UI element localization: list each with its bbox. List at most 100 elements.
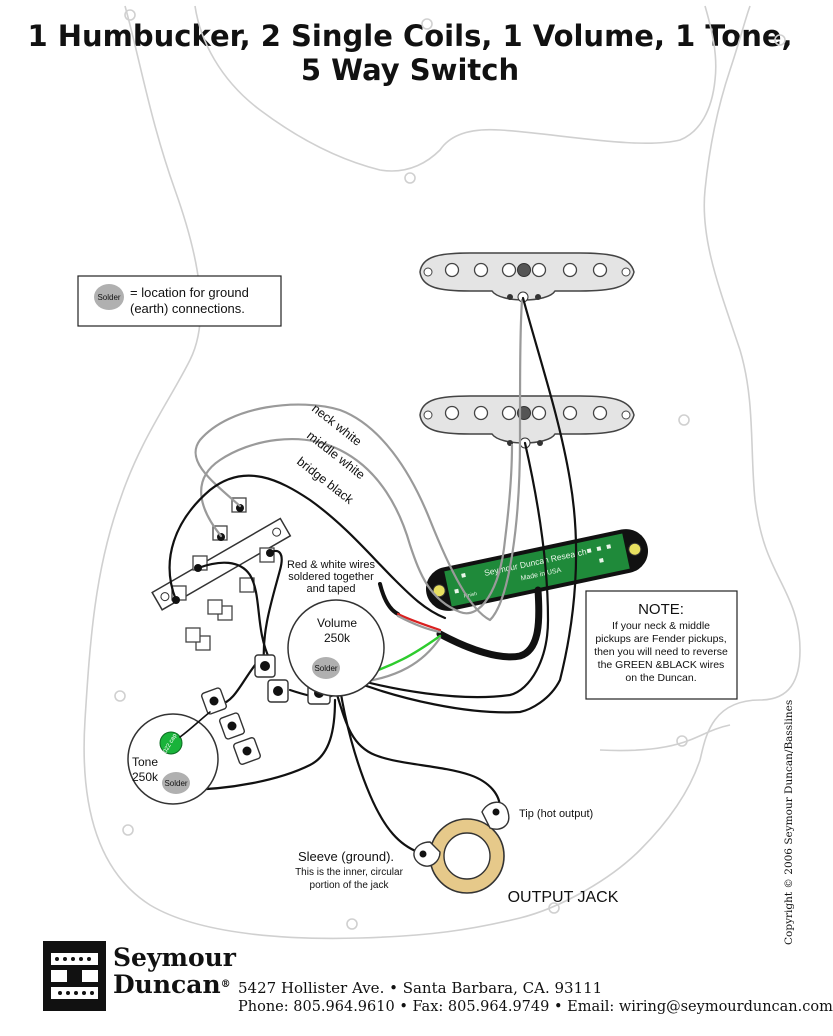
tone-pot-body <box>127 713 219 805</box>
bridge-black-wire <box>168 474 447 620</box>
volume-pot-label: Volume <box>317 616 357 630</box>
white-wire <box>396 614 442 634</box>
bridge-humbucker: Seymour Duncan Research Made in USA Fini… <box>425 529 649 611</box>
pickguard <box>83 5 801 940</box>
lead-eyelet <box>537 440 543 446</box>
mounting-screw <box>621 267 631 277</box>
legend-text-line-1: = location for ground <box>130 285 249 300</box>
neck-pickup-body <box>419 252 635 301</box>
note-line-4: the GREEN &BLACK wires <box>598 659 725 671</box>
tone-capacitor <box>159 731 183 755</box>
legend-text-line-2: (earth) connections. <box>130 301 245 316</box>
note-line-2: pickups are Fender pickups, <box>595 633 726 645</box>
mounting-screw <box>423 267 433 277</box>
screw-hole <box>548 902 560 914</box>
neck-pickup <box>419 252 635 303</box>
screw-hole <box>124 9 136 21</box>
mounting-screw <box>628 542 642 556</box>
jack-tip-label: Tip (hot output) <box>519 808 593 820</box>
legend-box: Solder = location for ground (earth) con… <box>77 275 282 327</box>
red-wire <box>396 612 442 632</box>
neck-white-wire <box>194 298 524 622</box>
humbucker-mark-text: Finish <box>463 591 478 600</box>
copyright-text: Copyright © 2006 Seymour Duncan/Bassline… <box>783 699 795 945</box>
note-line-3: then you will need to reverse <box>594 646 728 658</box>
pole-piece-dark <box>517 263 531 277</box>
legend-solder-text: Solder <box>97 293 120 302</box>
output-jack <box>413 801 510 894</box>
switch-mounting-hole <box>160 592 170 602</box>
note-box: NOTE: If your neck & middle pickups are … <box>585 590 738 700</box>
footer-address: 5427 Hollister Ave. • Santa Barbara, CA.… <box>238 979 603 997</box>
screw-hole <box>676 735 688 747</box>
footer-contact: Phone: 805.964.9610 • Fax: 805.964.9749 … <box>238 999 833 1015</box>
lead-eyelet <box>507 294 513 300</box>
humbucker-cable <box>436 586 543 661</box>
jack-sleeve-label: Sleeve (ground). <box>298 849 394 864</box>
mounting-screw <box>423 410 433 420</box>
switch-mounting-hole <box>272 527 282 537</box>
screw-hole <box>114 690 126 702</box>
solder-spot <box>94 284 124 310</box>
pickguard-inner-cutout <box>194 5 717 172</box>
five-way-switch <box>151 497 292 651</box>
logo-badge <box>43 941 106 1011</box>
volume-solder-text: Solder <box>314 664 337 673</box>
switch-output-wire <box>196 561 272 662</box>
taped-note-line-3: and taped <box>307 583 356 595</box>
pole-pieces <box>444 262 608 278</box>
taped-note-line-1: Red & white wires <box>287 559 376 571</box>
lead-eyelet <box>535 294 541 300</box>
middle-white-wire <box>200 438 514 615</box>
switch-to-volume-wire <box>262 549 283 664</box>
solder-spot <box>162 772 190 794</box>
tone-pot-label: Tone <box>132 755 158 769</box>
humbucker-board <box>444 533 630 607</box>
volume-ground-to-jack <box>338 686 420 854</box>
volume-pot-body <box>287 599 385 697</box>
jack-inner-ring <box>443 832 491 880</box>
volume-to-tone-wire <box>218 663 257 707</box>
screw-hole <box>122 824 134 836</box>
pickguard-lower-edge <box>599 724 731 752</box>
pole-pieces <box>444 405 608 421</box>
note-line-5: on the Duncan. <box>625 672 696 684</box>
jack-sleeve-lug <box>413 841 441 867</box>
taped-red-white-wires <box>378 582 400 616</box>
title-line-2: 5 Way Switch <box>301 53 519 87</box>
logo-s-icon <box>51 953 98 999</box>
switch-body <box>151 517 292 611</box>
registered-mark: ® <box>220 979 231 990</box>
mounting-screw <box>621 410 631 420</box>
screw-hole <box>678 414 690 426</box>
taped-note-line-2: soldered together <box>288 571 374 583</box>
tone-pot-value: 250k <box>132 770 159 784</box>
capacitor-leg <box>179 711 211 738</box>
note-frame <box>585 590 738 700</box>
output-jack-label: OUTPUT JACK <box>508 889 619 906</box>
screw-hole <box>404 172 416 184</box>
humbucker-pads <box>454 544 612 594</box>
volume-pot: Volume 250k Solder <box>254 599 385 705</box>
solder-spot <box>312 657 340 679</box>
pickguard-outline <box>83 5 801 940</box>
brand-name-line-2-text: Duncan <box>113 970 221 999</box>
jack-sleeve-note-2: portion of the jack <box>310 880 390 891</box>
tone-pot: Tone 250k Solder .022 cap <box>127 687 261 805</box>
screw-hole <box>421 18 433 30</box>
tone-ground-wire <box>178 698 337 792</box>
note-heading: NOTE: <box>638 601 684 618</box>
jack-sleeve-note-1: This is the inner, circular <box>295 867 403 878</box>
note-line-1: If your neck & middle <box>612 620 710 632</box>
screw-hole <box>774 34 786 46</box>
volume-pot-value: 250k <box>324 631 351 645</box>
middle-black-wire <box>343 441 550 699</box>
brand-name-line-2: Duncan® <box>113 972 231 998</box>
middle-pickup-body <box>419 395 635 444</box>
seymour-duncan-logo: Seymour Duncan® <box>43 941 236 1013</box>
tone-solder-text: Solder <box>164 779 187 788</box>
middle-pickup <box>419 395 635 449</box>
screw-hole <box>346 918 358 930</box>
title-line-1: 1 Humbucker, 2 Single Coils, 1 Volume, 1… <box>27 19 792 53</box>
